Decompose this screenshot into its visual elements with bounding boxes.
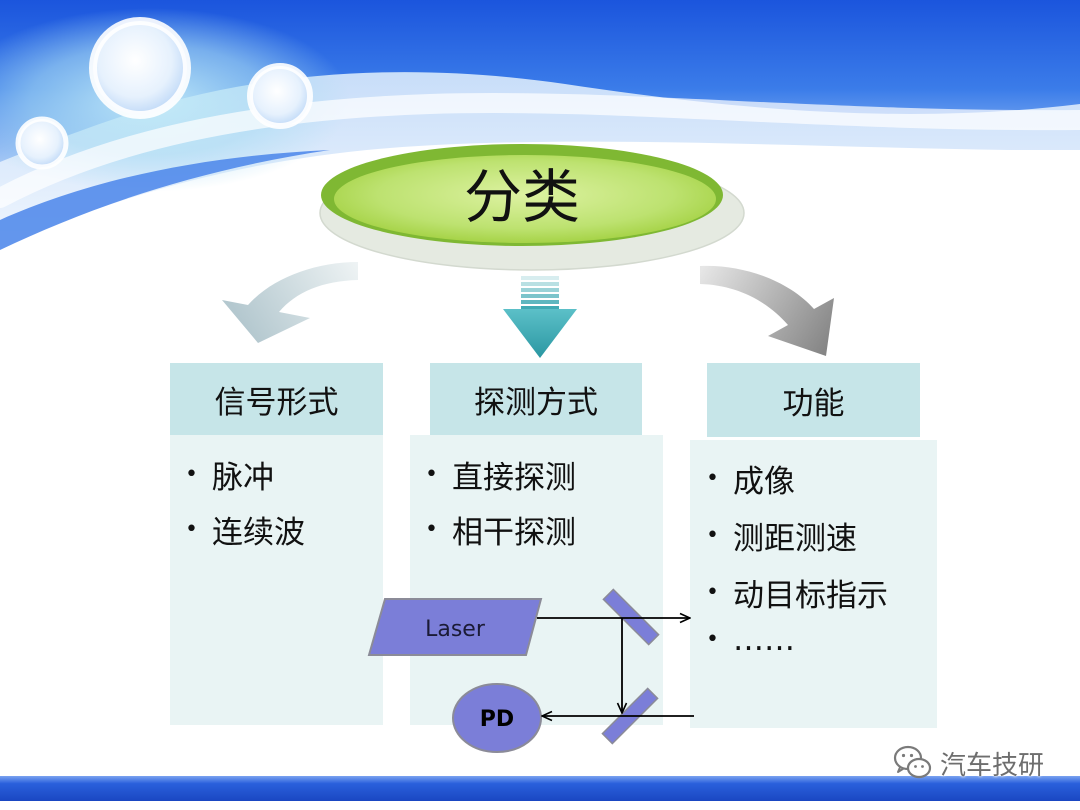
title-badge: 分类 bbox=[319, 144, 745, 271]
arrow-stripe bbox=[521, 294, 559, 298]
wechat-icon-eye bbox=[914, 765, 917, 768]
bullet-glyph: • bbox=[706, 522, 719, 548]
bullet-glyph: • bbox=[425, 516, 438, 542]
bullet-glyph: • bbox=[185, 516, 198, 542]
wechat-icon-eye bbox=[901, 753, 906, 758]
category-panel-function: • 成像 • 测距测速 • 动目标指示 • …… bbox=[690, 440, 937, 728]
title-badge-face bbox=[334, 155, 716, 243]
bullet-glyph: • bbox=[706, 465, 719, 491]
slide-title: 分类 bbox=[464, 163, 580, 231]
list-item: • 测距测速 bbox=[706, 507, 937, 564]
watermark: 汽车技研 bbox=[893, 743, 1044, 783]
list-item: • 成像 bbox=[706, 450, 937, 507]
list-item: • 脉冲 bbox=[185, 447, 383, 502]
category-header-signal-form: 信号形式 bbox=[170, 363, 383, 435]
list-item: • 连续波 bbox=[185, 502, 383, 557]
decor-bubble-large bbox=[89, 17, 191, 119]
decor-bubble-medium bbox=[247, 63, 313, 129]
list-item: • …… bbox=[706, 611, 937, 668]
list-item: • 直接探测 bbox=[425, 447, 663, 502]
list-item-text: 成像 bbox=[733, 464, 795, 500]
category-header-detection-method: 探测方式 bbox=[430, 363, 642, 435]
wechat-icon-bubble-small bbox=[906, 757, 932, 779]
category-list: • 脉冲 • 连续波 bbox=[170, 435, 383, 557]
arrow-stripe bbox=[521, 288, 559, 292]
category-list: • 直接探测 • 相干探测 bbox=[410, 435, 663, 557]
category-panel-detection-method: • 直接探测 • 相干探测 bbox=[410, 435, 663, 725]
right-curved-arrow bbox=[700, 265, 834, 356]
center-arrow-head bbox=[503, 309, 577, 358]
arrow-stripe bbox=[521, 282, 559, 286]
left-curved-arrow bbox=[222, 262, 358, 343]
arrow-stripe bbox=[521, 306, 559, 310]
list-item-text: 动目标指示 bbox=[733, 578, 888, 614]
list-item-text: …… bbox=[733, 621, 795, 658]
wechat-icon bbox=[893, 745, 932, 779]
list-item-text: 测距测速 bbox=[733, 521, 857, 557]
list-item: • 动目标指示 bbox=[706, 564, 937, 621]
list-item-text: 脉冲 bbox=[212, 460, 274, 496]
list-item-text: 直接探测 bbox=[452, 460, 576, 496]
list-item: • 相干探测 bbox=[425, 502, 663, 557]
list-item-text: 连续波 bbox=[212, 515, 305, 551]
wechat-icon-eye bbox=[909, 753, 914, 758]
bullet-glyph: • bbox=[706, 579, 719, 605]
bullet-glyph: • bbox=[706, 626, 719, 652]
header-swoosh-highlight bbox=[0, 93, 1080, 208]
category-header-function: 功能 bbox=[707, 363, 920, 437]
center-down-arrow bbox=[503, 276, 577, 358]
bullet-glyph: • bbox=[185, 461, 198, 487]
wechat-icon-eye bbox=[921, 765, 924, 768]
category-list: • 成像 • 测距测速 • 动目标指示 • …… bbox=[690, 440, 937, 668]
footer-bar bbox=[0, 776, 1080, 801]
list-item-text: 相干探测 bbox=[452, 515, 576, 551]
arrow-stripe bbox=[521, 300, 559, 304]
category-panel-signal-form: • 脉冲 • 连续波 bbox=[170, 435, 383, 725]
arrow-stripe bbox=[521, 276, 559, 280]
watermark-text: 汽车技研 bbox=[940, 750, 1045, 781]
decor-bubble-small bbox=[15, 116, 69, 170]
branch-arrows bbox=[222, 262, 834, 358]
bullet-glyph: • bbox=[425, 461, 438, 487]
header-wave-accent bbox=[0, 150, 330, 250]
